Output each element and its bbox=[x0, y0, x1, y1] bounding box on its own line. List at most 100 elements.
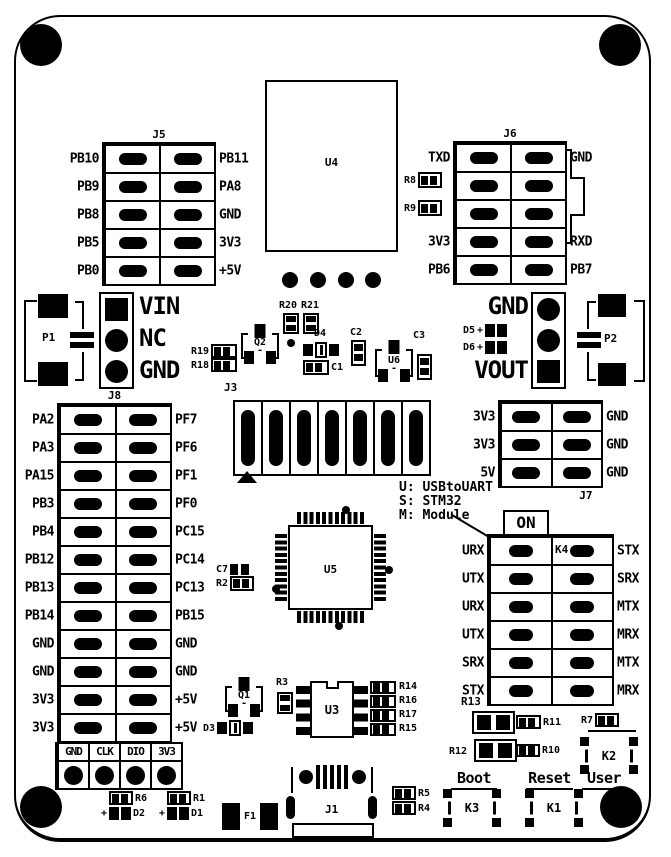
pin-label-right: GND bbox=[175, 664, 197, 680]
usb-shield-line bbox=[291, 767, 293, 793]
p2-cap-bar bbox=[577, 342, 601, 348]
pin-cell bbox=[104, 258, 159, 284]
component-r18: R18 bbox=[191, 358, 238, 372]
via-dot bbox=[338, 272, 354, 288]
r1-label: R1 bbox=[193, 792, 206, 804]
button-k2-user: K2 bbox=[580, 737, 638, 774]
k2-top-line bbox=[588, 730, 636, 732]
pin-cell bbox=[510, 145, 565, 171]
component-d1: + D1 bbox=[159, 807, 203, 820]
pin-cell bbox=[104, 202, 159, 228]
c2-footprint bbox=[351, 340, 366, 366]
component-r2: R2 bbox=[216, 576, 255, 591]
transistor-q1: Q1 - bbox=[225, 677, 263, 717]
pin-pad bbox=[524, 180, 553, 192]
switch-cell bbox=[550, 622, 613, 648]
gnd-pad bbox=[105, 360, 128, 383]
pin-cell bbox=[510, 173, 565, 199]
pin-label-right: +5V bbox=[219, 263, 241, 279]
led-pad bbox=[485, 324, 496, 337]
d4-label: D4 bbox=[314, 328, 327, 339]
c3-footprint bbox=[417, 354, 432, 380]
pin-label-right: PB15 bbox=[175, 608, 205, 624]
resistor-footprint bbox=[392, 786, 416, 800]
component-r1: R1 bbox=[167, 791, 205, 805]
r4-label: R4 bbox=[418, 802, 431, 814]
pin-cell bbox=[114, 491, 171, 517]
power-out-header bbox=[531, 292, 566, 389]
switch-label-left: URX bbox=[462, 599, 484, 615]
r3-footprint bbox=[277, 692, 293, 714]
pin-label-left: PB3 bbox=[32, 496, 54, 512]
p1-cap-bar bbox=[70, 342, 94, 348]
plus-mark: + bbox=[101, 808, 108, 819]
pin-cell bbox=[59, 715, 115, 741]
resistor-footprint bbox=[211, 344, 238, 358]
component-r8: R8 bbox=[404, 172, 443, 188]
pin-pad bbox=[73, 442, 102, 454]
pin-label-right: +5V bbox=[175, 692, 197, 708]
r9-label: R9 bbox=[404, 202, 417, 214]
pin-pad bbox=[173, 265, 202, 277]
plus-mark: + bbox=[477, 342, 484, 353]
component-d6: D6 + bbox=[463, 341, 508, 354]
capacitor-footprint bbox=[303, 360, 329, 375]
resistor-footprint bbox=[392, 801, 416, 815]
component-r7: R7 bbox=[581, 713, 620, 727]
pin-cell bbox=[114, 463, 171, 489]
r17-label: R17 bbox=[399, 709, 418, 720]
sot-pad bbox=[238, 677, 250, 691]
gnd-pad bbox=[537, 298, 560, 321]
pin-label-left: PB12 bbox=[24, 552, 55, 568]
p2-label: P2 bbox=[604, 332, 618, 345]
switch-pad bbox=[508, 657, 533, 669]
via-dot bbox=[282, 272, 298, 288]
r12-footprint bbox=[474, 739, 517, 762]
pin-label-right: GND bbox=[606, 409, 628, 425]
reset-button-label: Reset bbox=[526, 769, 573, 790]
p2-pad bbox=[598, 363, 626, 386]
polarity-mark: - bbox=[390, 363, 398, 374]
pin-pad bbox=[73, 666, 102, 678]
pin-label-left: TXD bbox=[428, 150, 450, 166]
pin-cell bbox=[500, 460, 551, 486]
p2-cap-bar bbox=[577, 332, 601, 338]
pin-label-left: 3V3 bbox=[473, 437, 495, 453]
component-f1: F1 bbox=[222, 803, 279, 830]
legend-pointer-line bbox=[451, 514, 490, 538]
pin-label-right: GND bbox=[606, 465, 628, 481]
switch-label-right: MRX bbox=[617, 683, 639, 699]
r21-footprint bbox=[303, 313, 319, 334]
switch-row: URX MTX bbox=[462, 592, 639, 620]
switch-label-left: URX bbox=[462, 543, 484, 559]
switch-pad bbox=[508, 601, 533, 613]
component-r4: R4 bbox=[392, 801, 430, 815]
pin-cell bbox=[59, 491, 115, 517]
component-c1: C1 bbox=[303, 360, 343, 375]
pin-pad bbox=[512, 467, 541, 479]
pin-label-left: PB6 bbox=[428, 262, 450, 278]
pin-pad bbox=[469, 208, 498, 220]
pin-cell bbox=[159, 258, 214, 284]
pin-pad bbox=[129, 582, 158, 594]
switch-label-right: MRX bbox=[617, 627, 639, 643]
ic-u3: U3 bbox=[310, 681, 354, 738]
j3-cell bbox=[235, 402, 261, 474]
p2-bracket-left-bottom bbox=[587, 352, 596, 381]
p1-bracket-right-top bbox=[75, 301, 84, 329]
pin-row: PB12 PC14 bbox=[25, 545, 205, 573]
r13-footprint bbox=[472, 711, 515, 734]
r14-label: R14 bbox=[399, 681, 418, 692]
ic-u3-notch bbox=[326, 681, 339, 689]
pin-pad bbox=[73, 526, 102, 538]
k1-ref: K1 bbox=[546, 801, 562, 815]
connector-j5-rows: PB10 PB11 PB9 PA8 PB8 GND PB5 bbox=[70, 144, 249, 284]
pin-label-right: PB7 bbox=[570, 262, 592, 278]
pin-pad bbox=[129, 638, 158, 650]
slot-pad bbox=[409, 410, 423, 466]
r20-footprint bbox=[283, 313, 299, 334]
pin-label-left: PB9 bbox=[77, 179, 99, 195]
led-pad bbox=[497, 324, 508, 337]
pin-row: PB6 PB7 bbox=[428, 255, 592, 283]
pin-pad bbox=[469, 152, 498, 164]
